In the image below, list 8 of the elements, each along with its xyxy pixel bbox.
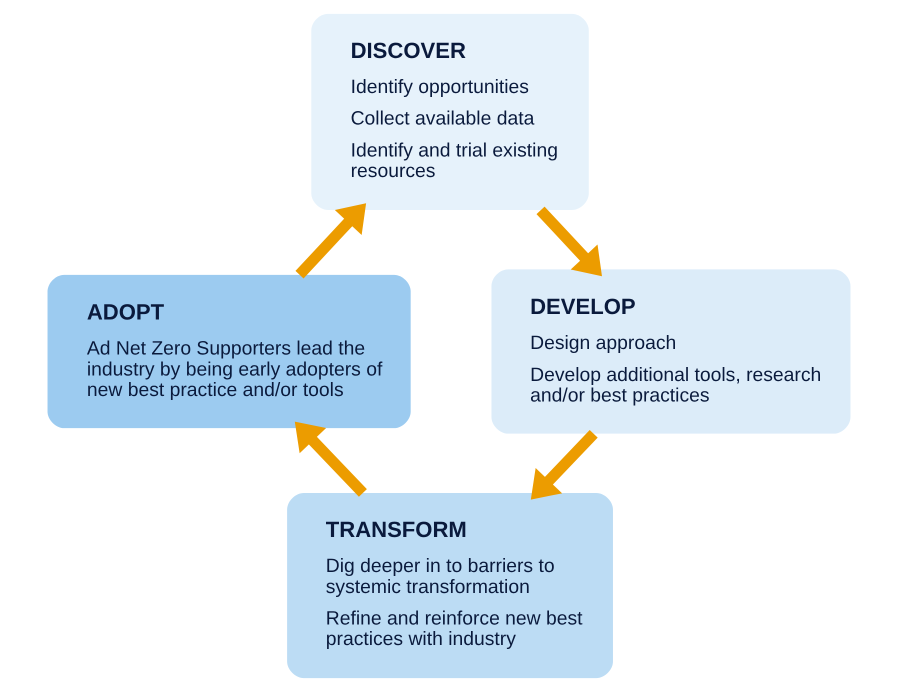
node-box: TRANSFORM Dig deeper in to barriers to systemic transformation Refine and reinforce new best practices with industry <box>287 493 613 678</box>
arrow <box>536 206 602 276</box>
arrow <box>294 422 367 497</box>
arrow <box>530 430 598 500</box>
arrow <box>295 203 366 278</box>
node-box: DEVELOP Design approach Develop additional tools, research and/or best practices <box>491 269 850 434</box>
node-box: ADOPT Ad Net Zero Supporters lead the industry by being early adopters of new best practice and/or tools <box>48 274 411 428</box>
node-box: DISCOVER Identify opportunities Collect available data Identify and trial existing resources <box>311 14 589 210</box>
